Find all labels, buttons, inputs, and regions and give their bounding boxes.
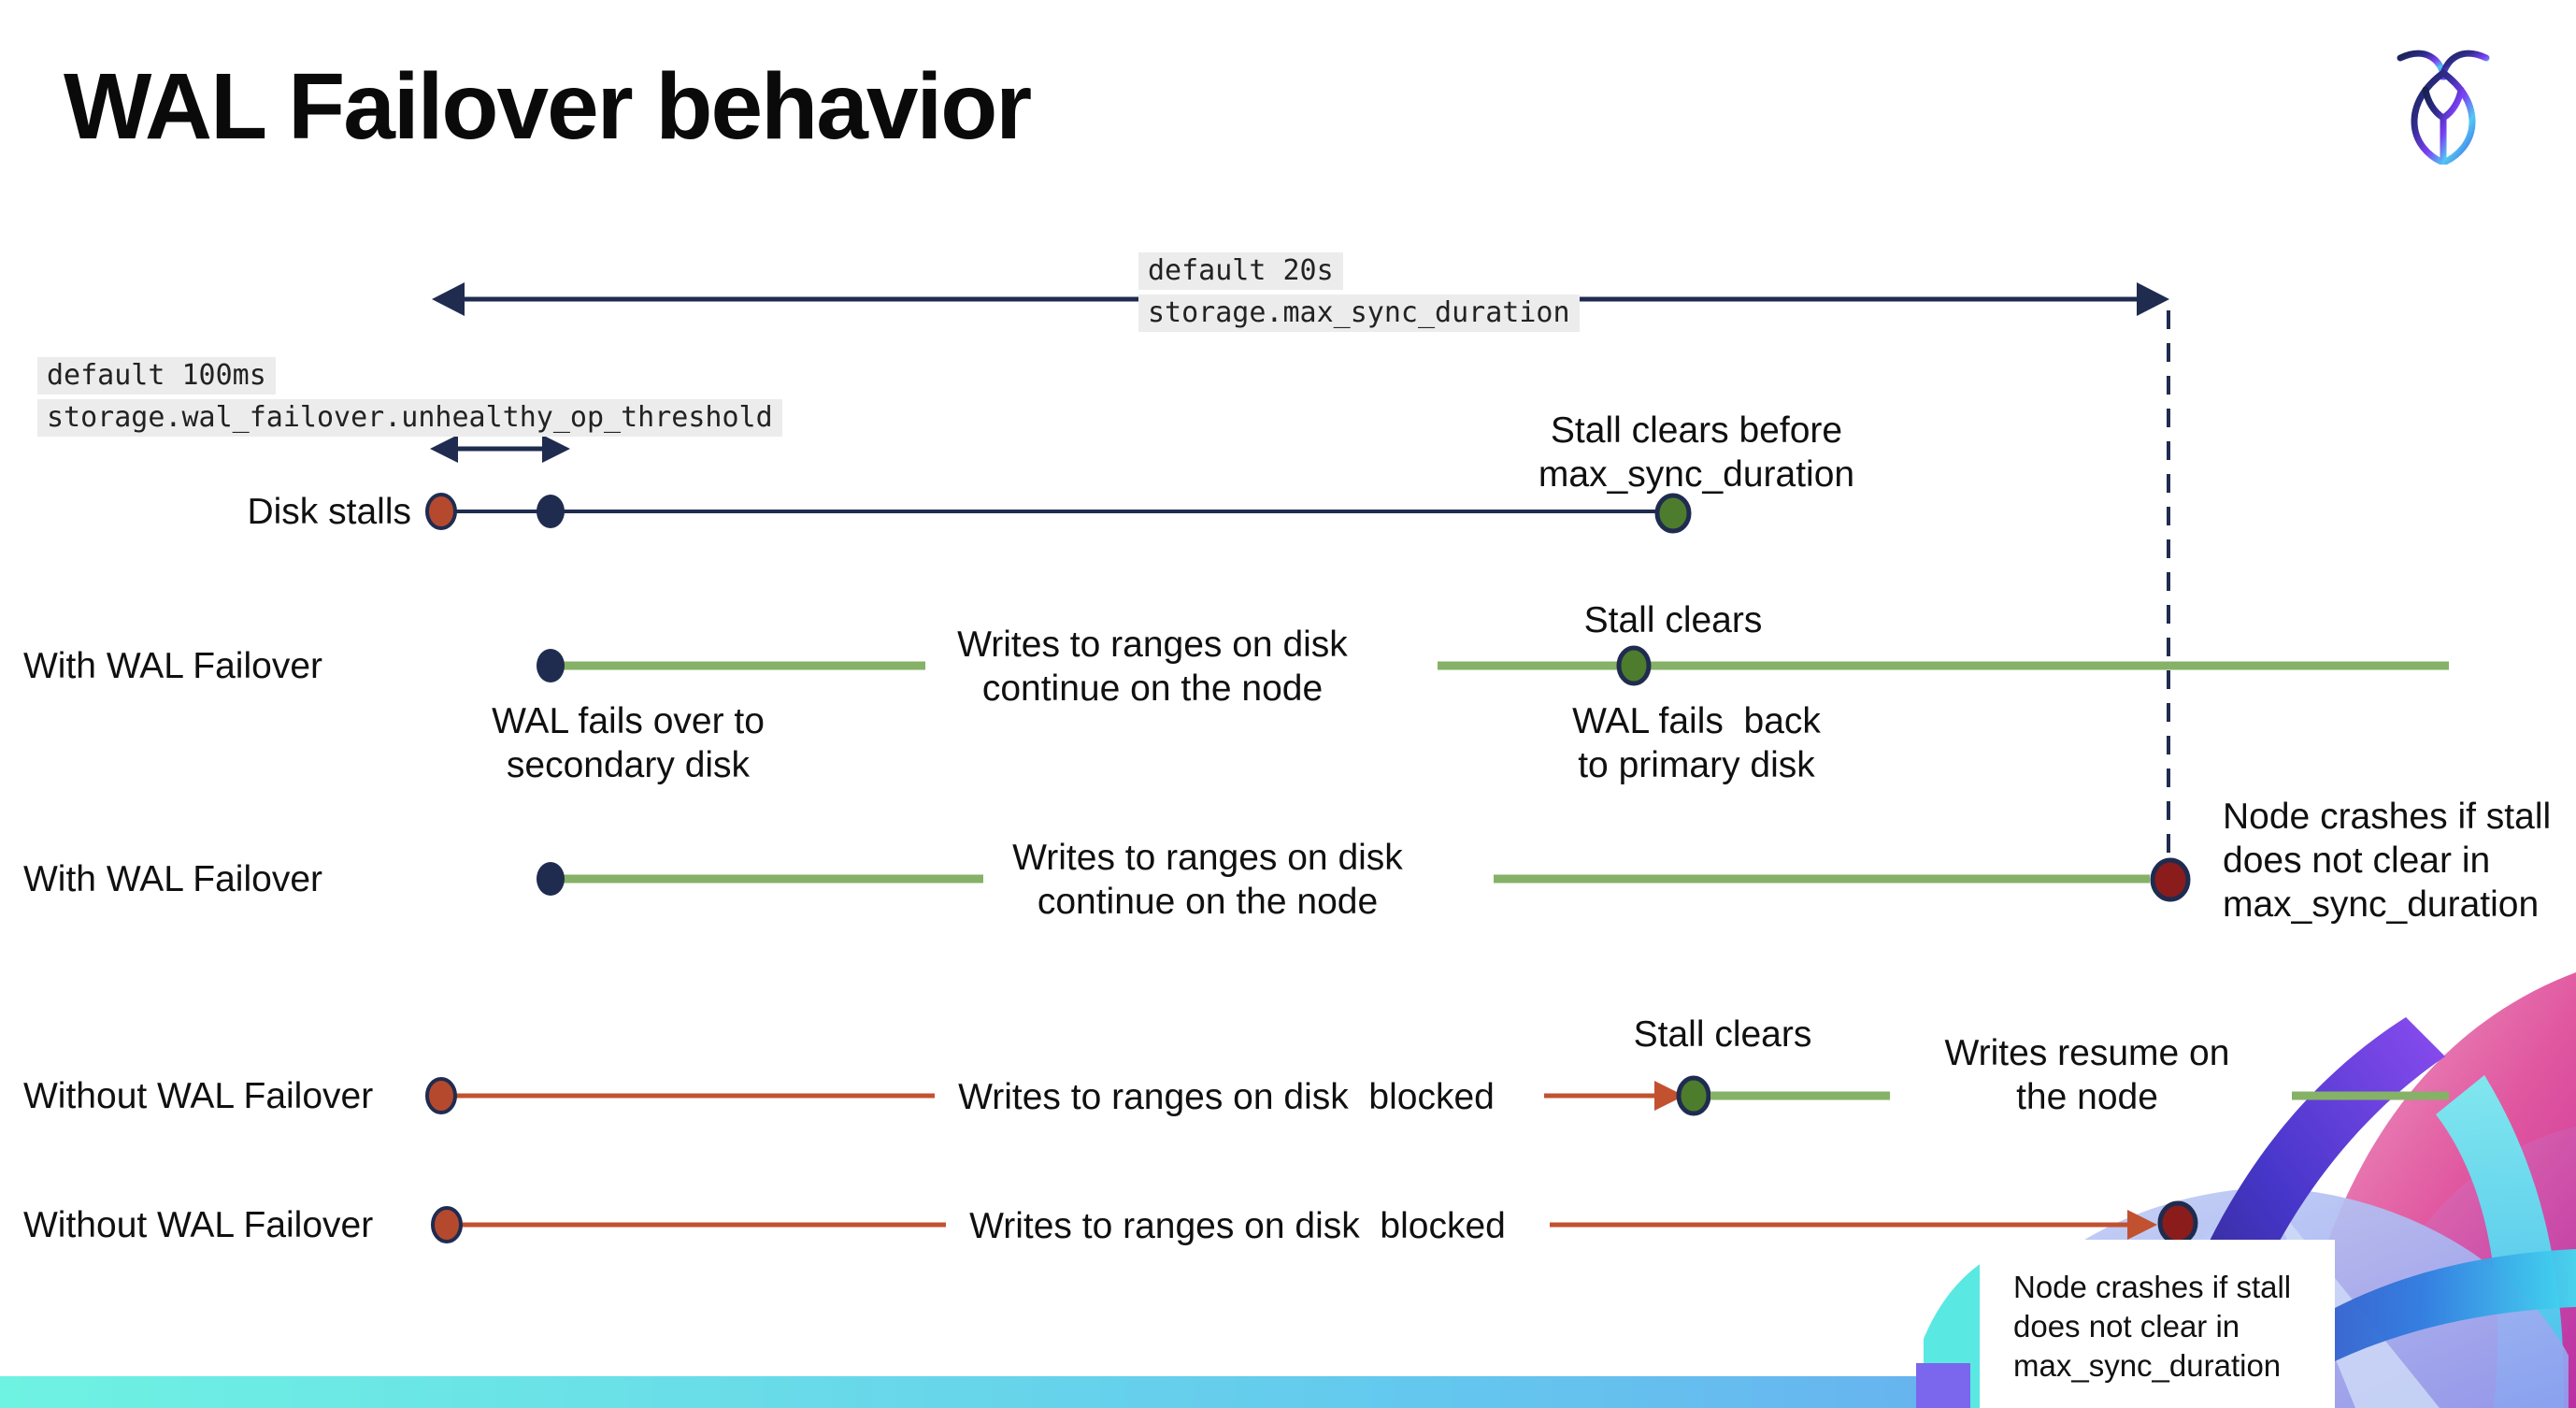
unhealthy-op-setting-name: storage.wal_failover.unhealthy_op_thresh… xyxy=(37,399,782,437)
unhealthy-op-threshold-callout: default 100ms storage.wal_failover.unhea… xyxy=(37,357,782,437)
stall-clears-before-note: Stall clears before max_sync_duration xyxy=(1538,410,1855,495)
row-label-disk-stalls: Disk stalls xyxy=(247,492,411,532)
row-label-without-wal-failover-2: Without WAL Failover xyxy=(23,1205,374,1245)
wal-fails-back-note: WAL fails back to primary disk xyxy=(1572,701,1821,785)
writes-continue-note-2: Writes to ranges on disk continue on the… xyxy=(1012,838,1403,922)
row-failover-clears-line xyxy=(537,645,2449,686)
writes-blocked-note-1: Writes to ranges on disk blocked xyxy=(958,1077,1495,1117)
stall-clears-dot xyxy=(1654,493,1692,534)
stall-start-dot xyxy=(431,1206,463,1243)
wal-fails-over-note: WAL fails over to secondary disk xyxy=(492,701,765,785)
max-sync-duration-callout: default 20s storage.max_sync_duration xyxy=(1138,252,1580,332)
blocked-arrowhead xyxy=(1654,1081,1684,1111)
stall-clears-label-1: Stall clears xyxy=(1583,600,1763,640)
writes-continue-note-1: Writes to ranges on disk continue on the… xyxy=(957,625,1348,709)
logo-vein xyxy=(2422,86,2465,165)
unhealthy-op-default-label: default 100ms xyxy=(37,357,276,395)
row-no-failover-crash-line xyxy=(431,1200,2198,1245)
max-sync-setting-name: storage.max_sync_duration xyxy=(1138,295,1580,332)
stall-start-dot xyxy=(425,493,457,530)
row-label-with-wal-failover-2: With WAL Failover xyxy=(23,859,322,899)
stall-clears-dot xyxy=(1676,1075,1711,1116)
stall-clears-label-2: Stall clears xyxy=(1633,1014,1812,1055)
stall-start-dot xyxy=(425,1077,457,1114)
page-title: WAL Failover behavior xyxy=(64,54,1032,159)
blocked-arrowhead xyxy=(2127,1210,2157,1240)
failover-dot xyxy=(537,862,565,896)
row-no-failover-clears-line xyxy=(425,1075,2449,1116)
node-crash-dot xyxy=(2150,857,2191,902)
max-sync-default-label: default 20s xyxy=(1138,252,1343,290)
row-label-with-wal-failover-1: With WAL Failover xyxy=(23,646,322,686)
unhealthy-op-threshold-arrow xyxy=(430,435,570,463)
stall-clears-dot xyxy=(1616,645,1652,686)
node-crashes-note-2: Node crashes if stall does not clear in … xyxy=(2013,1270,2292,1383)
row-label-without-wal-failover-1: Without WAL Failover xyxy=(23,1076,374,1116)
node-crashes-note-1: Node crashes if stall does not clear in … xyxy=(2223,797,2552,925)
writes-blocked-note-2: Writes to ranges on disk blocked xyxy=(969,1206,1506,1246)
row-failover-crash-line xyxy=(537,857,2191,902)
failover-dot xyxy=(537,649,565,682)
threshold-dot xyxy=(537,495,565,528)
cockroachdb-logo xyxy=(2397,50,2490,165)
row-disk-stalls-line xyxy=(425,493,1692,534)
writes-resume-note: Writes resume on the node xyxy=(1944,1033,2230,1117)
crash-note-box xyxy=(1980,1240,2335,1408)
